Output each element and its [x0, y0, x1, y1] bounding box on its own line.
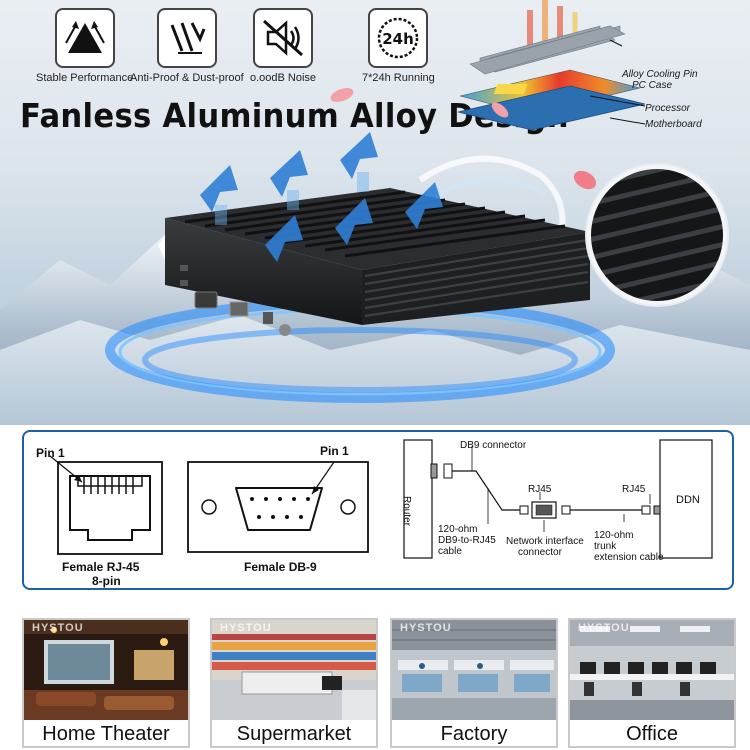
network-diagram	[403, 439, 713, 559]
layer-processor-label: Processor	[645, 103, 691, 114]
app-label: Factory	[440, 723, 508, 745]
app-label: Home Theater	[42, 723, 170, 745]
rj45-right-label: RJ45	[622, 484, 646, 495]
rj45-left-label: RJ45	[528, 484, 552, 495]
pinout-diagram: Pin 1 Female RJ-45 8-pin Pin 1 Female DB…	[22, 430, 734, 590]
app-label: Supermarket	[236, 723, 352, 745]
app-office: HYSTOU Office	[568, 618, 736, 748]
db9-connector-label: DB9 connector	[460, 440, 527, 451]
cable1-label: 120-ohm DB9-to-RJ45 cable	[438, 524, 496, 557]
layer-heatsink-label: Alloy Cooling Pin	[622, 69, 698, 80]
rj45-subtitle: 8-pin	[92, 574, 121, 588]
office-photo	[570, 620, 734, 720]
supermarket-photo	[212, 620, 376, 720]
heatsink-closeup	[585, 163, 729, 307]
rj45-title: Female RJ-45	[62, 560, 140, 574]
slash-shield-icon	[156, 8, 217, 68]
app-label: Office	[626, 723, 678, 745]
layer-heatsink-label-2: PC Case	[632, 80, 673, 91]
feature-stable-performance: Stable Performance	[36, 8, 133, 84]
triangle-arrows-icon	[54, 8, 115, 68]
cable2-label: 120-ohm trunk extension cable	[594, 530, 664, 563]
db9-title: Female DB-9	[244, 560, 317, 574]
rj45-pin-label: Pin 1	[36, 446, 65, 460]
layer-motherboard-label: Motherboard	[645, 119, 702, 130]
factory-photo	[392, 620, 556, 720]
clock-24h-icon: 24h	[368, 8, 429, 68]
ddn-label: DDN	[676, 494, 700, 506]
feature-label: Stable Performance	[36, 72, 134, 84]
clock-badge: 24h	[383, 30, 415, 48]
feature-running: 24h 7*24h Running	[362, 8, 435, 84]
rj45-port-drawing	[49, 455, 163, 555]
app-home-theater: HYSTOU Home Theater	[22, 618, 190, 748]
speaker-muted-icon	[253, 8, 314, 68]
feature-label: o.oodB Noise	[250, 72, 317, 84]
watermark: HYSTOU	[400, 622, 452, 634]
app-factory: HYSTOU Factory	[390, 618, 558, 748]
watermark: HYSTOU	[220, 622, 272, 634]
app-supermarket: HYSTOU Supermarket	[210, 618, 378, 748]
nic-label: Network interface connector	[506, 536, 584, 558]
router-label: Router	[401, 496, 412, 527]
feature-label: 7*24h Running	[362, 72, 435, 84]
hero-banner: Stable Performance Anti-Proof & Dust-pro…	[0, 0, 750, 425]
feature-label: Anti-Proof & Dust-proof	[130, 72, 244, 84]
watermark: HYSTOU	[578, 622, 630, 634]
applications-row: HYSTOU Home Theater HYSTOU Supermarket	[0, 600, 750, 750]
feature-noise: o.oodB Noise	[250, 8, 316, 84]
home-theater-photo	[24, 620, 188, 720]
db9-port-drawing	[187, 461, 369, 553]
cooling-layer-diagram	[457, 0, 646, 131]
mini-pc-device	[105, 88, 615, 403]
watermark: HYSTOU	[32, 622, 84, 634]
feature-anti-proof: Anti-Proof & Dust-proof	[130, 8, 244, 84]
db9-pin-label: Pin 1	[320, 444, 349, 458]
